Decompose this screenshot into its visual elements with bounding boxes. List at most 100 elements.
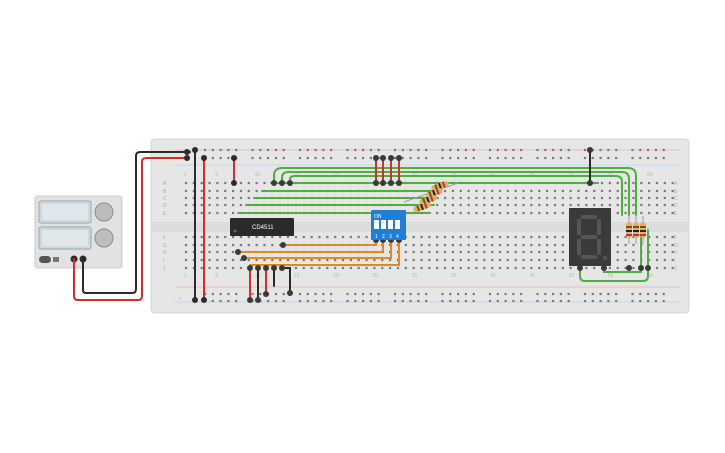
hole[interactable] [369, 299, 372, 303]
hole[interactable] [624, 181, 627, 185]
hole[interactable] [247, 235, 250, 239]
hole[interactable] [451, 211, 454, 215]
hole[interactable] [498, 266, 502, 270]
hole[interactable] [401, 148, 404, 152]
power-supply[interactable] [34, 195, 123, 269]
hole[interactable] [648, 211, 651, 215]
hole[interactable] [224, 181, 227, 185]
hole[interactable] [267, 156, 270, 160]
hole[interactable] [420, 243, 423, 247]
hole[interactable] [443, 203, 447, 207]
hole[interactable] [239, 189, 243, 193]
dip-switch[interactable]: ON 1 2 3 4 [371, 210, 406, 240]
hole[interactable] [546, 235, 549, 239]
hole[interactable] [624, 243, 627, 247]
hole[interactable] [232, 266, 235, 270]
hole[interactable] [504, 156, 507, 160]
hole[interactable] [401, 292, 404, 296]
hole[interactable] [467, 211, 470, 215]
hole[interactable] [520, 299, 523, 303]
hole[interactable] [362, 156, 365, 160]
hole[interactable] [428, 243, 431, 247]
hole[interactable] [662, 156, 665, 160]
hole[interactable] [655, 203, 659, 207]
hole[interactable] [239, 235, 243, 239]
hole[interactable] [472, 148, 475, 152]
hole[interactable] [616, 203, 619, 207]
hole[interactable] [274, 299, 277, 303]
hole[interactable] [362, 148, 365, 152]
hole[interactable] [184, 250, 188, 254]
hole[interactable] [496, 299, 499, 303]
hole[interactable] [530, 258, 533, 262]
hole[interactable] [544, 292, 547, 296]
hole[interactable] [306, 156, 309, 160]
hole[interactable] [600, 203, 604, 207]
hole[interactable] [208, 258, 211, 262]
hole[interactable] [615, 156, 618, 160]
hole[interactable] [467, 258, 470, 262]
hole[interactable] [224, 235, 227, 239]
hole[interactable] [655, 235, 659, 239]
hole[interactable] [608, 196, 611, 200]
hole[interactable] [522, 235, 525, 239]
hole[interactable] [365, 258, 368, 262]
hole[interactable] [663, 258, 666, 262]
hole[interactable] [498, 211, 502, 215]
hole[interactable] [608, 266, 611, 270]
hole[interactable] [506, 250, 509, 254]
hole[interactable] [639, 156, 642, 160]
hole[interactable] [514, 196, 517, 200]
hole[interactable] [318, 235, 321, 239]
hole[interactable] [208, 243, 211, 247]
hole[interactable] [302, 258, 305, 262]
hole[interactable] [538, 258, 541, 262]
hole[interactable] [255, 258, 258, 262]
orange-wires[interactable] [237, 239, 400, 266]
hole[interactable] [648, 250, 651, 254]
hole[interactable] [632, 258, 635, 262]
hole[interactable] [459, 211, 462, 215]
hole[interactable] [608, 189, 611, 193]
hole[interactable] [409, 292, 412, 296]
hole[interactable] [640, 196, 643, 200]
hole[interactable] [488, 156, 492, 160]
hole[interactable] [425, 292, 428, 296]
hole[interactable] [227, 156, 230, 160]
hole[interactable] [538, 203, 541, 207]
hole[interactable] [409, 299, 412, 303]
hole[interactable] [475, 258, 478, 262]
hole[interactable] [648, 235, 651, 239]
hole[interactable] [632, 211, 635, 215]
hole[interactable] [496, 156, 499, 160]
hole[interactable] [373, 258, 376, 262]
hole[interactable] [259, 292, 262, 296]
hole[interactable] [663, 243, 666, 247]
hole[interactable] [488, 299, 492, 303]
hole[interactable] [640, 211, 643, 215]
hole[interactable] [585, 196, 588, 200]
hole[interactable] [464, 292, 467, 296]
hole[interactable] [232, 211, 235, 215]
hole[interactable] [615, 292, 618, 296]
hole[interactable] [514, 266, 517, 270]
hole[interactable] [640, 203, 643, 207]
hole[interactable] [373, 266, 376, 270]
hole[interactable] [624, 189, 627, 193]
hole[interactable] [616, 181, 619, 185]
hole[interactable] [219, 299, 222, 303]
hole[interactable] [314, 292, 317, 296]
hole[interactable] [498, 235, 502, 239]
hole[interactable] [200, 266, 203, 270]
hole[interactable] [663, 211, 666, 215]
hole[interactable] [459, 243, 462, 247]
hole[interactable] [654, 299, 657, 303]
hole[interactable] [357, 235, 360, 239]
hole[interactable] [306, 299, 309, 303]
hole[interactable] [330, 156, 333, 160]
hole[interactable] [553, 211, 557, 215]
hole[interactable] [393, 292, 397, 296]
hole[interactable] [483, 243, 486, 247]
hole[interactable] [330, 148, 333, 152]
